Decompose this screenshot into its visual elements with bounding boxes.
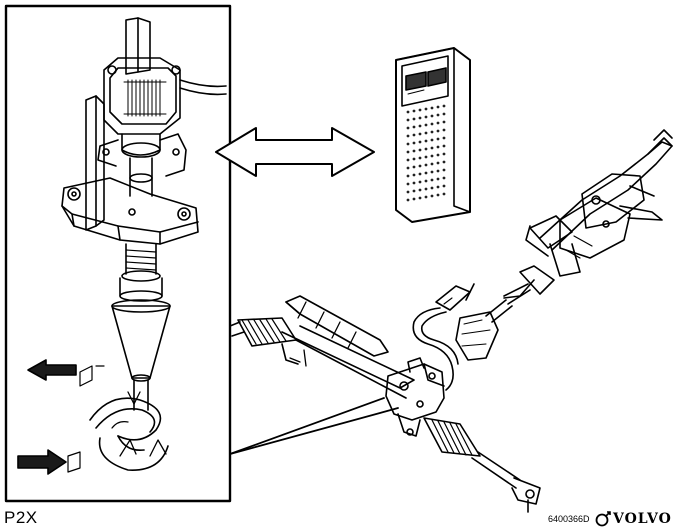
wiring-harness [412, 283, 475, 391]
brand-logo: VOLVO [595, 510, 672, 528]
double-arrow-icon [215, 127, 375, 177]
volvo-logo-icon [595, 511, 611, 527]
brand-text: VOLVO [613, 511, 672, 527]
detail-inset-frame [4, 4, 232, 503]
control-module [395, 47, 471, 223]
figure-caption: P2X [4, 508, 38, 527]
steering-rack [229, 317, 541, 513]
heat-shield [285, 295, 389, 357]
flow-arrow-incoming [17, 449, 81, 475]
flow-arrow-outgoing [27, 359, 105, 387]
steering-sensor-detail [61, 17, 227, 471]
steering-column [525, 129, 673, 277]
leader-lines [229, 397, 399, 455]
intermediate-shaft [455, 265, 555, 361]
figure-code: 6400366D [548, 514, 590, 524]
